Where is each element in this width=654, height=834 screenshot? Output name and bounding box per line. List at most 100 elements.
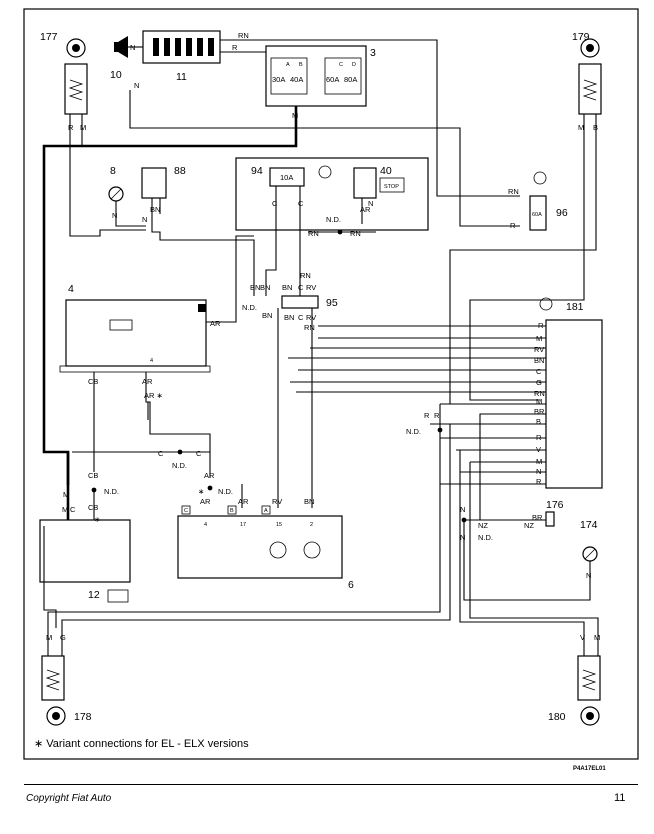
svg-text:M: M xyxy=(80,123,86,132)
svg-text:M: M xyxy=(46,633,52,642)
label-96: 96 xyxy=(556,207,568,219)
svg-text:R: R xyxy=(510,221,516,230)
svg-text:BN: BN xyxy=(304,497,314,506)
svg-text:C: C xyxy=(196,449,202,458)
svg-text:M: M xyxy=(63,490,69,499)
svg-text:NZ: NZ xyxy=(524,521,534,530)
svg-text:BN: BN xyxy=(534,356,544,365)
fuse-80a: 80A xyxy=(344,75,357,84)
svg-text:N: N xyxy=(586,571,591,580)
svg-text:4: 4 xyxy=(204,522,207,528)
label-174: 174 xyxy=(580,519,598,531)
lamp-178: 178 M G xyxy=(41,633,92,726)
fuse-60a: 60A xyxy=(326,75,339,84)
svg-text:C: C xyxy=(272,199,278,208)
connector-176: 176 BR NZ NZ xyxy=(478,499,564,530)
label-40: 40 xyxy=(380,165,392,177)
svg-text:C: C xyxy=(298,199,304,208)
diagram-frame xyxy=(23,8,639,760)
label-94: 94 xyxy=(251,165,263,177)
svg-text:60A: 60A xyxy=(532,212,542,218)
svg-text:C: C xyxy=(70,505,76,514)
horn-10: 10 N N xyxy=(110,36,139,90)
svg-text:N.D.: N.D. xyxy=(406,427,421,436)
svg-text:RN: RN xyxy=(304,323,315,332)
svg-text:AR: AR xyxy=(238,497,249,506)
svg-text:AR: AR xyxy=(200,497,211,506)
svg-text:N: N xyxy=(460,533,465,542)
svg-text:RN: RN xyxy=(308,229,319,238)
label-180: 180 xyxy=(548,711,566,723)
instrument-panel-4: 4 4 CB AR AR ∗ AR xyxy=(59,283,221,400)
svg-text:N: N xyxy=(142,215,147,224)
svg-text:B: B xyxy=(299,62,303,68)
svg-text:N: N xyxy=(134,81,139,90)
svg-text:CB: CB xyxy=(88,471,98,480)
stop-label: STOP xyxy=(384,184,399,190)
ar-variant: AR ∗ xyxy=(144,391,163,400)
svg-text:R: R xyxy=(536,477,542,486)
svg-text:N.D.: N.D. xyxy=(326,215,341,224)
svg-text:C: C xyxy=(298,283,304,292)
sensor-174: 174 N xyxy=(580,519,598,580)
label-88: 88 xyxy=(174,165,186,177)
svg-text:BR: BR xyxy=(532,513,543,522)
svg-text:C: C xyxy=(536,367,542,376)
label-3: 3 xyxy=(370,47,376,59)
label-6: 6 xyxy=(348,579,354,591)
svg-text:C: C xyxy=(298,313,304,322)
copyright: Copyright Fiat Auto xyxy=(26,793,112,804)
lamp-179: 179 M B xyxy=(572,31,602,132)
svg-text:RN: RN xyxy=(534,389,545,398)
svg-text:M: M xyxy=(578,123,584,132)
svg-text:C: C xyxy=(184,508,188,514)
relay-96: 60A 96 RN R xyxy=(508,171,568,231)
svg-text:BR: BR xyxy=(534,407,545,416)
svg-text:RN: RN xyxy=(350,229,361,238)
svg-text:BN: BN xyxy=(150,205,160,214)
svg-text:D: D xyxy=(352,62,356,68)
svg-text:RN: RN xyxy=(300,271,311,280)
drawing-reference: P4A17EL01 xyxy=(573,766,606,772)
svg-text:N: N xyxy=(112,211,117,220)
svg-text:2: 2 xyxy=(310,522,313,528)
connector-95: 95 BN BN BN C RV RN BN C RN RV BN N.D. xyxy=(242,271,338,332)
svg-text:A: A xyxy=(264,508,268,514)
svg-text:M: M xyxy=(536,397,542,406)
svg-text:G: G xyxy=(60,633,66,642)
svg-text:RV: RV xyxy=(306,313,316,322)
svg-text:17: 17 xyxy=(240,522,246,528)
svg-text:N.D.: N.D. xyxy=(172,461,187,470)
variant-note: ∗ Variant connections for EL - ELX versi… xyxy=(34,738,249,750)
fuse-94: 94 10A C C xyxy=(251,165,332,208)
svg-text:R: R xyxy=(424,411,430,420)
svg-text:M: M xyxy=(292,111,298,120)
relay-area-94-40 xyxy=(235,157,429,231)
label-176: 176 xyxy=(546,499,564,511)
stop-switch-40: 40 STOP AR N xyxy=(353,165,405,214)
svg-text:N: N xyxy=(460,505,465,514)
svg-text:BN: BN xyxy=(282,283,292,292)
cb-variant: ∗ xyxy=(94,515,100,524)
svg-text:R: R xyxy=(434,411,440,420)
svg-text:C: C xyxy=(339,62,343,68)
label-178: 178 xyxy=(74,711,92,723)
svg-text:AR: AR xyxy=(360,205,371,214)
svg-text:RN: RN xyxy=(238,31,249,40)
svg-text:B: B xyxy=(230,508,234,514)
label-177: 177 xyxy=(40,31,58,43)
svg-text:BN: BN xyxy=(262,311,272,320)
svg-text:AR: AR xyxy=(210,319,221,328)
svg-text:M: M xyxy=(62,505,68,514)
svg-text:NZ: NZ xyxy=(478,521,488,530)
svg-text:N.D.: N.D. xyxy=(104,487,119,496)
lamp-177: 177 R M xyxy=(40,31,88,132)
svg-text:B: B xyxy=(536,417,541,426)
svg-text:RV: RV xyxy=(306,283,316,292)
fuse-30a: 30A xyxy=(272,75,285,84)
svg-text:CB: CB xyxy=(88,377,98,386)
fuse-unit-3: A B C D 30A 40A 60A 80A 3 xyxy=(265,45,376,107)
svg-text:V: V xyxy=(580,633,585,642)
svg-text:AR: AR xyxy=(204,471,215,480)
svg-text:N.D.: N.D. xyxy=(242,303,257,312)
